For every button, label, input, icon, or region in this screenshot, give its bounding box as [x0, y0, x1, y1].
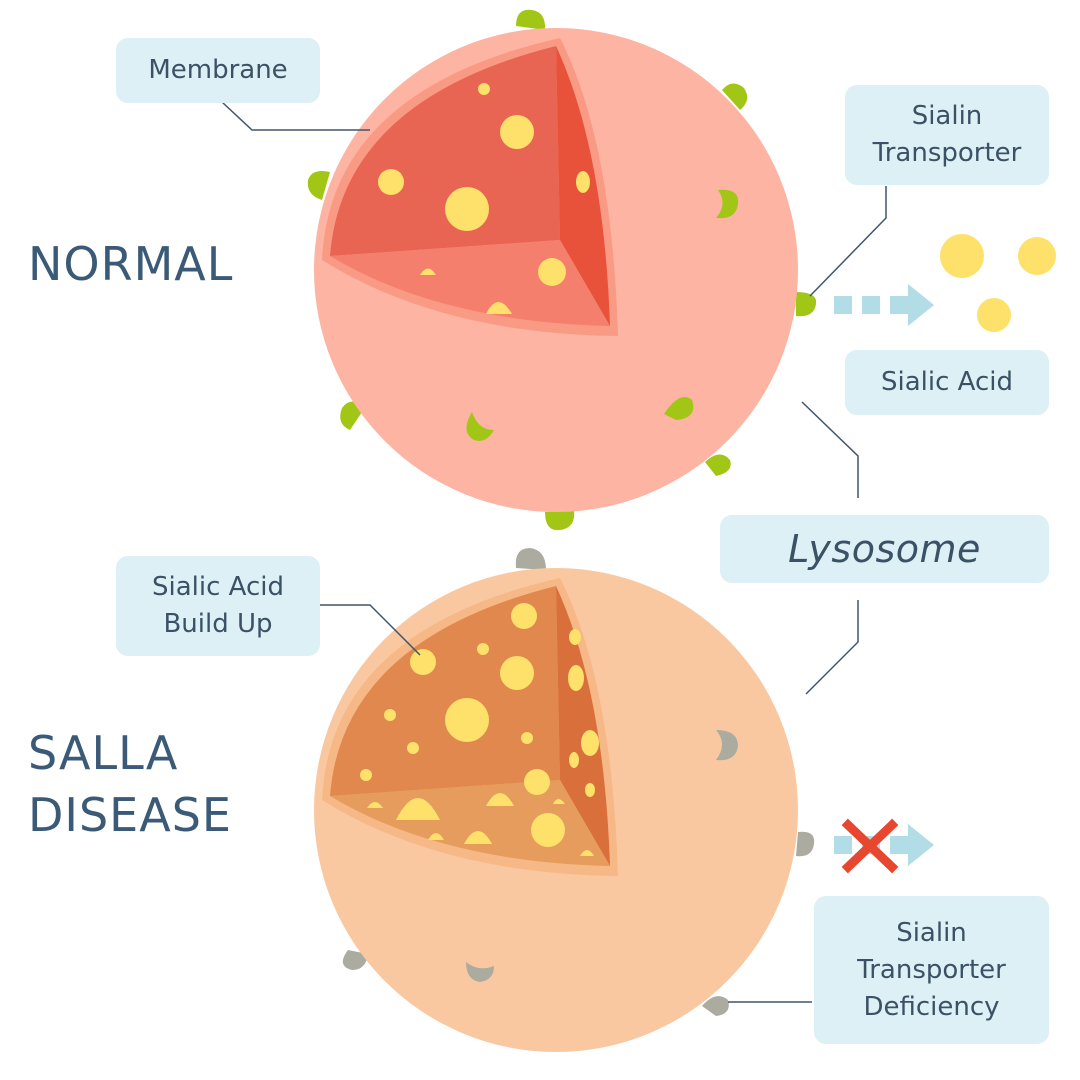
disease-transporters [342, 548, 815, 1016]
sialic-acid-particle [524, 769, 550, 795]
deficiency-line-1: Sialin [896, 917, 967, 948]
sialic-acid-particle [420, 268, 436, 275]
transporter-icon [722, 83, 748, 110]
arrow-head [890, 284, 934, 326]
sialic-acid-particle [464, 831, 492, 844]
transporter-icon [515, 548, 546, 570]
sialic-acid-particle [396, 798, 440, 820]
disease-sialic-acid-particles [360, 603, 599, 856]
normal-title-text: NORMAL [28, 237, 234, 291]
sialic-acid-particle [360, 769, 372, 781]
membrane-label-text: Membrane [148, 55, 288, 85]
sialic-acid-particle [580, 850, 594, 856]
sialic-acid-label: Sialic Acid [845, 350, 1049, 415]
sialin-transporter-leader [809, 186, 887, 297]
sialic-acid-particle [585, 783, 595, 797]
sialic-acid-particle [367, 802, 383, 808]
normal-title: NORMAL [28, 233, 233, 295]
sialic-acid-particle [576, 171, 590, 193]
arrow-dash [834, 836, 852, 854]
lysosome-label-text: Lysosome [788, 526, 981, 571]
deficiency-line-3: Deficiency [863, 991, 1000, 1022]
sialic-acid-particle [478, 83, 490, 95]
sialic-acid-particle [384, 709, 396, 721]
sialic-acid-particle [1018, 237, 1056, 275]
sialic-acid-particle [486, 793, 514, 806]
sialic-acid-particle [977, 298, 1011, 332]
sialin-transporter-deficiency-label: Sialin Transporter Deficiency [814, 896, 1049, 1044]
sialic-acid-particle [581, 730, 599, 756]
cutaway-bottom-face [330, 240, 610, 326]
sialic-acid-particle [940, 234, 984, 278]
sialin-transporter-label: Sialin Transporter [845, 85, 1049, 185]
build-up-line-2: Build Up [163, 609, 273, 639]
sialic-acid-particle [407, 742, 419, 754]
arrow-dash [862, 296, 880, 314]
transporter-icon [716, 730, 738, 761]
arrow-dash [834, 296, 852, 314]
sialin-transporter-line-2: Transporter [872, 138, 1022, 168]
build-up-leader [320, 604, 421, 656]
normal-sialic-acid-particles [378, 83, 590, 314]
transporter-icon [702, 996, 729, 1016]
transporter-icon [716, 189, 739, 219]
disease-title-line-2: DISEASE [28, 788, 232, 842]
lysosome-label: Lysosome [720, 515, 1049, 583]
transporter-icon [705, 454, 731, 476]
cutaway-back-face [330, 586, 560, 796]
cutaway-side-face [556, 586, 610, 866]
transporter-icon [516, 9, 546, 30]
normal-lysosome [307, 9, 817, 531]
transporter-icon [796, 292, 817, 317]
build-up-line-1: Sialic Acid [151, 572, 285, 602]
disease-lysosome [314, 548, 815, 1052]
sialic-acid-particle [531, 813, 565, 847]
transporter-icon [307, 171, 330, 200]
sialic-acid-particle [500, 115, 534, 149]
disease-title: SALLA DISEASE [28, 722, 232, 846]
sialic-acid-particle [569, 629, 581, 645]
sialic-acid-label-text: Sialic Acid [880, 367, 1014, 397]
blocked-x-icon [841, 818, 899, 874]
sialic-acid-particle [428, 833, 444, 840]
lysosome-leader-top [801, 401, 859, 498]
sialic-acid-particle [521, 732, 533, 744]
arrow-head [890, 824, 934, 866]
leader-lines [221, 101, 887, 1003]
sialic-acid-particle [477, 643, 489, 655]
transporter-icon [664, 397, 694, 420]
sialic-acid-particle [445, 187, 489, 231]
sialic-acid-particle [378, 169, 404, 195]
membrane-leader [221, 101, 370, 131]
sialic-acid-particle [511, 603, 537, 629]
sialic-acid-particle [486, 302, 512, 314]
sialic-acid-build-up-label: Sialic Acid Build Up [116, 556, 320, 656]
membrane-label: Membrane [116, 38, 320, 103]
lysosome-leader-bottom [805, 600, 859, 695]
sialic-acid-particle [500, 656, 534, 690]
sialic-acid-particle [568, 665, 584, 691]
disease-title-line-1: SALLA [28, 726, 179, 780]
cutaway-back-face [330, 46, 560, 256]
export-arrow-working [834, 284, 934, 326]
sialic-acid-particle [410, 649, 436, 675]
free-sialic-acid [940, 234, 1056, 332]
transporter-icon [466, 962, 494, 982]
sialic-acid-particle [569, 752, 579, 768]
transporter-icon [342, 950, 368, 970]
deficiency-line-2: Transporter [857, 954, 1006, 985]
sialic-acid-particle [553, 799, 565, 804]
sialic-acid-particle [538, 258, 566, 286]
transporter-icon [466, 412, 494, 441]
sialic-acid-particle [445, 698, 489, 742]
transporter-icon [796, 831, 815, 857]
sialin-transporter-line-1: Sialin [911, 101, 983, 131]
transporter-icon [545, 510, 575, 531]
